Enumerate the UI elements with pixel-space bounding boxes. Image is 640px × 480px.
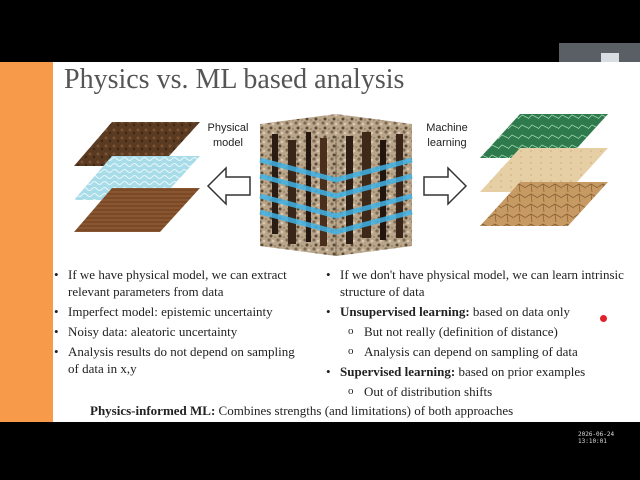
slide: Physics vs. ML based analysis Physical m… bbox=[0, 62, 640, 422]
bullet-icon: • bbox=[54, 267, 59, 282]
bullet-icon: • bbox=[54, 344, 59, 359]
recording-timestamp: 2026-06-24 13:10:01 bbox=[578, 431, 615, 445]
bullet-icon: • bbox=[54, 324, 59, 339]
physical-layers-illustration bbox=[74, 122, 200, 232]
list-item: •Noisy data: aleatoric uncertainty bbox=[54, 324, 238, 339]
right-arrow-icon bbox=[423, 166, 468, 206]
physics-bullet-list: •If we have physical model, we can extra… bbox=[54, 266, 304, 380]
physical-model-label: Physical model bbox=[207, 122, 249, 149]
left-arrow-icon bbox=[206, 166, 251, 206]
ml-layers-illustration bbox=[480, 114, 608, 226]
bullet-icon: • bbox=[54, 304, 59, 319]
dirt-layer bbox=[74, 122, 200, 166]
data-cube-illustration bbox=[259, 114, 413, 256]
accent-bar bbox=[0, 62, 53, 422]
list-item: •Unsupervised learning: based on data on… bbox=[326, 304, 571, 319]
footer-summary: Physics-informed ML: Combines strengths … bbox=[90, 403, 514, 418]
ml-bullet-list: •If we don't have physical model, we can… bbox=[326, 266, 636, 403]
sub-bullet-icon: o bbox=[348, 325, 354, 337]
marble-layer bbox=[480, 114, 608, 158]
list-item: •If we don't have physical model, we can… bbox=[326, 267, 624, 299]
slide-title: Physics vs. ML based analysis bbox=[64, 64, 405, 95]
sub-bullet-icon: o bbox=[348, 345, 354, 357]
bullet-icon: • bbox=[326, 267, 331, 282]
bullet-icon: • bbox=[326, 304, 331, 319]
list-item: •Analysis results do not depend on sampl… bbox=[54, 344, 295, 376]
sub-bullet-icon: o bbox=[348, 385, 354, 397]
sand-layer bbox=[480, 148, 608, 192]
wood-layer bbox=[74, 188, 200, 232]
bullet-icon: • bbox=[326, 364, 331, 379]
list-item: •Imperfect model: epistemic uncertainty bbox=[54, 304, 273, 319]
laser-pointer-dot bbox=[600, 315, 607, 322]
cracked-earth-layer bbox=[480, 182, 608, 226]
list-item: •Supervised learning: based on prior exa… bbox=[326, 364, 586, 379]
list-item: •If we have physical model, we can extra… bbox=[54, 267, 287, 299]
machine-learning-label: Machine learning bbox=[426, 122, 468, 149]
